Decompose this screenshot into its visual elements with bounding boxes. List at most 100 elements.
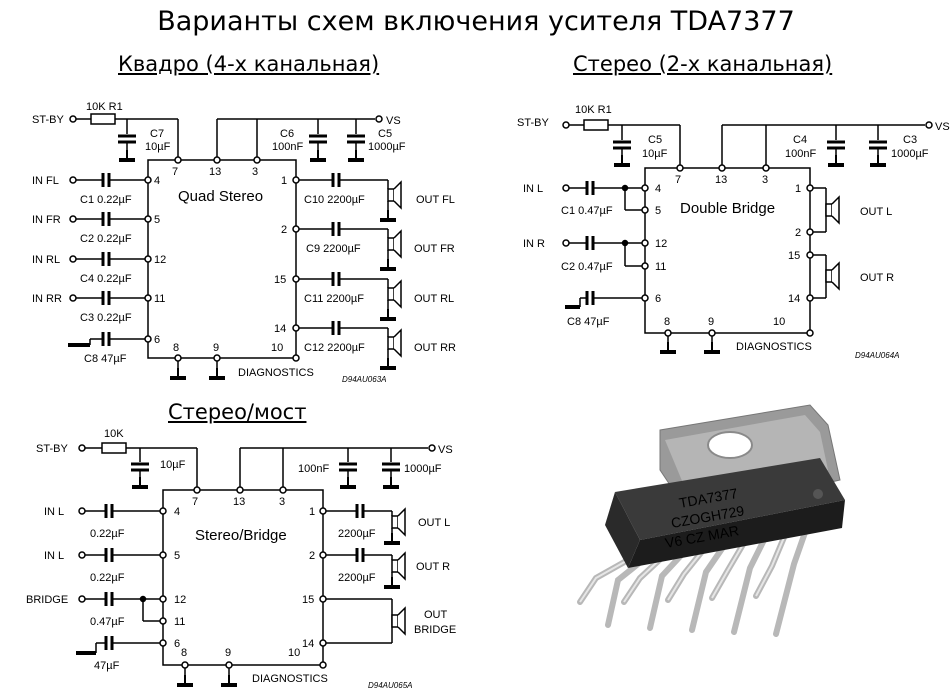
bridge-heading: Стерео/мост [168,400,307,424]
quad-c5-value: 1000µF [368,141,406,153]
quad-pin: 2 [281,224,287,236]
stereo-chip-label: Double Bridge [680,200,775,217]
quad-labels: Quad Stereo ST-BY 10K R1 VS C7 10µF C6 1… [32,101,456,384]
stereo-pin: 5 [655,205,661,217]
quad-standby-label: ST-BY [32,114,64,126]
stereo-c5-value: 10µF [642,148,668,160]
bridge-drawing-code: D94AU065A [368,681,412,690]
quad-output-label: OUT FL [416,194,455,206]
bridge-labels: Stereo/Bridge ST-BY 10K VS 10µF 100nF 10… [26,428,456,690]
stereo-pin: 9 [708,316,714,328]
stereo-c8-label: C8 47µF [567,316,610,328]
quad-c8-label: C8 47µF [84,353,127,365]
bridge-input-label: IN L [44,506,64,518]
bridge-pin: 8 [181,647,187,659]
quad-output-cap-label: C11 2200µF [304,293,364,305]
bridge-pin: 6 [174,638,180,650]
quad-input-label: IN RR [32,293,62,305]
page-title: Варианты схем включения усителя TDA7377 [157,6,795,37]
stereo-c4-label: C4 [793,134,807,146]
quad-output-label: OUT RL [414,293,454,305]
bridge-pin: 3 [279,496,285,508]
quad-pin: 9 [213,342,219,354]
stereo-pin: 7 [675,174,681,186]
bridge-pin: 10 [288,647,300,659]
stereo-pin: 4 [655,183,661,195]
bridge-output-label: BRIDGE [414,624,456,636]
stereo-pin: 10 [773,316,785,328]
quad-c7-label: C7 [150,128,164,140]
quad-input-label: IN RL [32,254,60,266]
quad-pin: 6 [154,334,160,346]
quad-pin: 5 [154,214,160,226]
quad-output-cap-label: C10 2200µF [304,194,365,206]
bridge-input-cap-label: 0.47µF [90,616,125,628]
quad-schematic [68,113,402,380]
stereo-pin: 3 [762,174,768,186]
quad-vs-label: VS [386,115,401,127]
bridge-input-cap-label: 0.22µF [90,572,125,584]
stereo-input-cap-label: C1 0.47µF [561,205,613,217]
quad-input-label: IN FL [32,175,59,187]
stereo-pin: 14 [788,293,800,305]
quad-input-cap-label: C2 0.22µF [80,233,132,245]
stereo-heading: Стерео (2-х канальная) [573,52,833,76]
quad-output-cap-label: C12 2200µF [304,342,365,354]
bridge-pin: 13 [233,496,245,508]
bridge-schematic [76,442,436,687]
quad-drawing-code: D94AU063A [342,375,386,384]
quad-output-cap-label: C9 2200µF [306,243,361,255]
stereo-pin: 15 [788,250,800,262]
bridge-pin: 9 [225,647,231,659]
quad-c6-value: 100nF [272,141,303,153]
quad-output-label: OUT RR [414,342,456,354]
stereo-schematic [562,119,933,354]
bridge-resistor-label: 10K [104,428,124,440]
quad-c6-label: C6 [280,128,294,140]
stereo-pin: 12 [655,238,667,250]
bridge-input-label: BRIDGE [26,594,68,606]
stereo-resistor-label: 10K R1 [575,104,612,116]
quad-input-cap-label: C1 0.22µF [80,194,132,206]
bridge-input-label: IN L [44,550,64,562]
bridge-pin: 12 [174,594,186,606]
stereo-pin: 11 [655,261,666,273]
quad-pin: 7 [172,166,178,178]
quad-chip-label: Quad Stereo [178,188,263,205]
bridge-output-label: OUT L [418,517,450,529]
bridge-output-label: OUT R [416,561,450,573]
stereo-c3-label: C3 [903,134,917,146]
quad-heading: Квадро (4-х канальная) [118,52,380,76]
stereo-pin: 8 [664,316,670,328]
bridge-output-label: OUT [424,609,448,621]
stereo-diagnostics-label: DIAGNOSTICS [736,341,812,353]
quad-input-label: IN FR [32,214,61,226]
stereo-output-label: OUT R [860,272,894,284]
bridge-pin: 15 [302,594,314,606]
stereo-standby-label: ST-BY [517,117,549,129]
stereo-c5-label: C5 [648,134,662,146]
bridge-pin: 1 [309,506,315,518]
bridge-chip-label: Stereo/Bridge [195,527,287,544]
quad-resistor-label: 10K R1 [86,101,123,113]
bridge-input-cap-label: 0.22µF [90,528,125,540]
quad-c7-value: 10µF [145,141,171,153]
quad-pin: 4 [154,175,160,187]
bridge-hf-cap-value: 100nF [298,463,329,475]
stereo-pin: 2 [795,227,801,239]
stereo-c4-value: 100nF [785,148,816,160]
quad-pin: 11 [154,293,165,305]
quad-pin: 15 [274,274,286,286]
stereo-input-label: IN L [523,183,543,195]
bridge-pin: 2 [309,550,315,562]
stereo-c3-value: 1000µF [891,148,929,160]
bridge-standby-cap-value: 10µF [160,459,186,471]
stereo-output-label: OUT L [860,206,892,218]
stereo-pin: 6 [655,293,661,305]
quad-pin: 12 [154,254,166,266]
quad-pin: 3 [252,166,258,178]
bridge-c8-label: 47µF [94,660,120,672]
quad-input-cap-label: C4 0.22µF [80,273,132,285]
bridge-pin: 5 [174,550,180,562]
